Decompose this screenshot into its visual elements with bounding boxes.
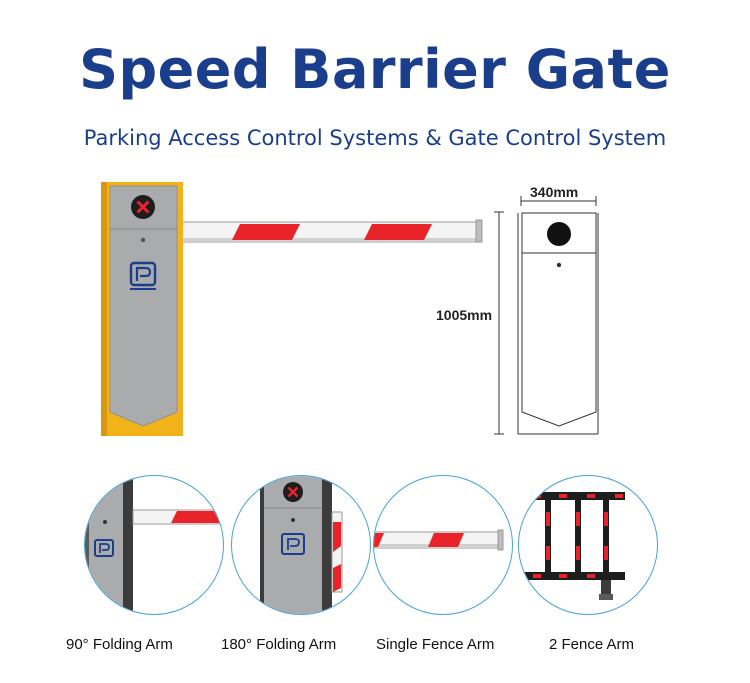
width-dimension: 340mm (530, 184, 579, 200)
variant-single-fence-arm-caption: Single Fence Arm (376, 636, 495, 653)
pj-logo-icon (129, 261, 157, 290)
page-title: Speed Barrier Gate (79, 38, 671, 101)
height-dimension: 1005mm (436, 307, 493, 323)
variant-single-fence-arm-image (373, 475, 513, 615)
gate-housing (101, 182, 183, 436)
variant-2-fence-arm-caption: 2 Fence Arm (549, 636, 635, 653)
variant-90-folding-arm-image (84, 475, 224, 615)
variant-180-folding-arm-caption: 180° Folding Arm (221, 636, 337, 653)
variant-180-folding-arm-image (231, 475, 371, 615)
dimension-drawing (494, 196, 599, 435)
variant-2-fence-arm-image (518, 475, 658, 615)
page-subtitle: Parking Access Control Systems & Gate Co… (83, 126, 667, 150)
variant-90-folding-arm-caption: 90° Folding Arm (66, 636, 173, 653)
stop-x-icon (131, 195, 155, 219)
boom-arm (179, 219, 483, 243)
